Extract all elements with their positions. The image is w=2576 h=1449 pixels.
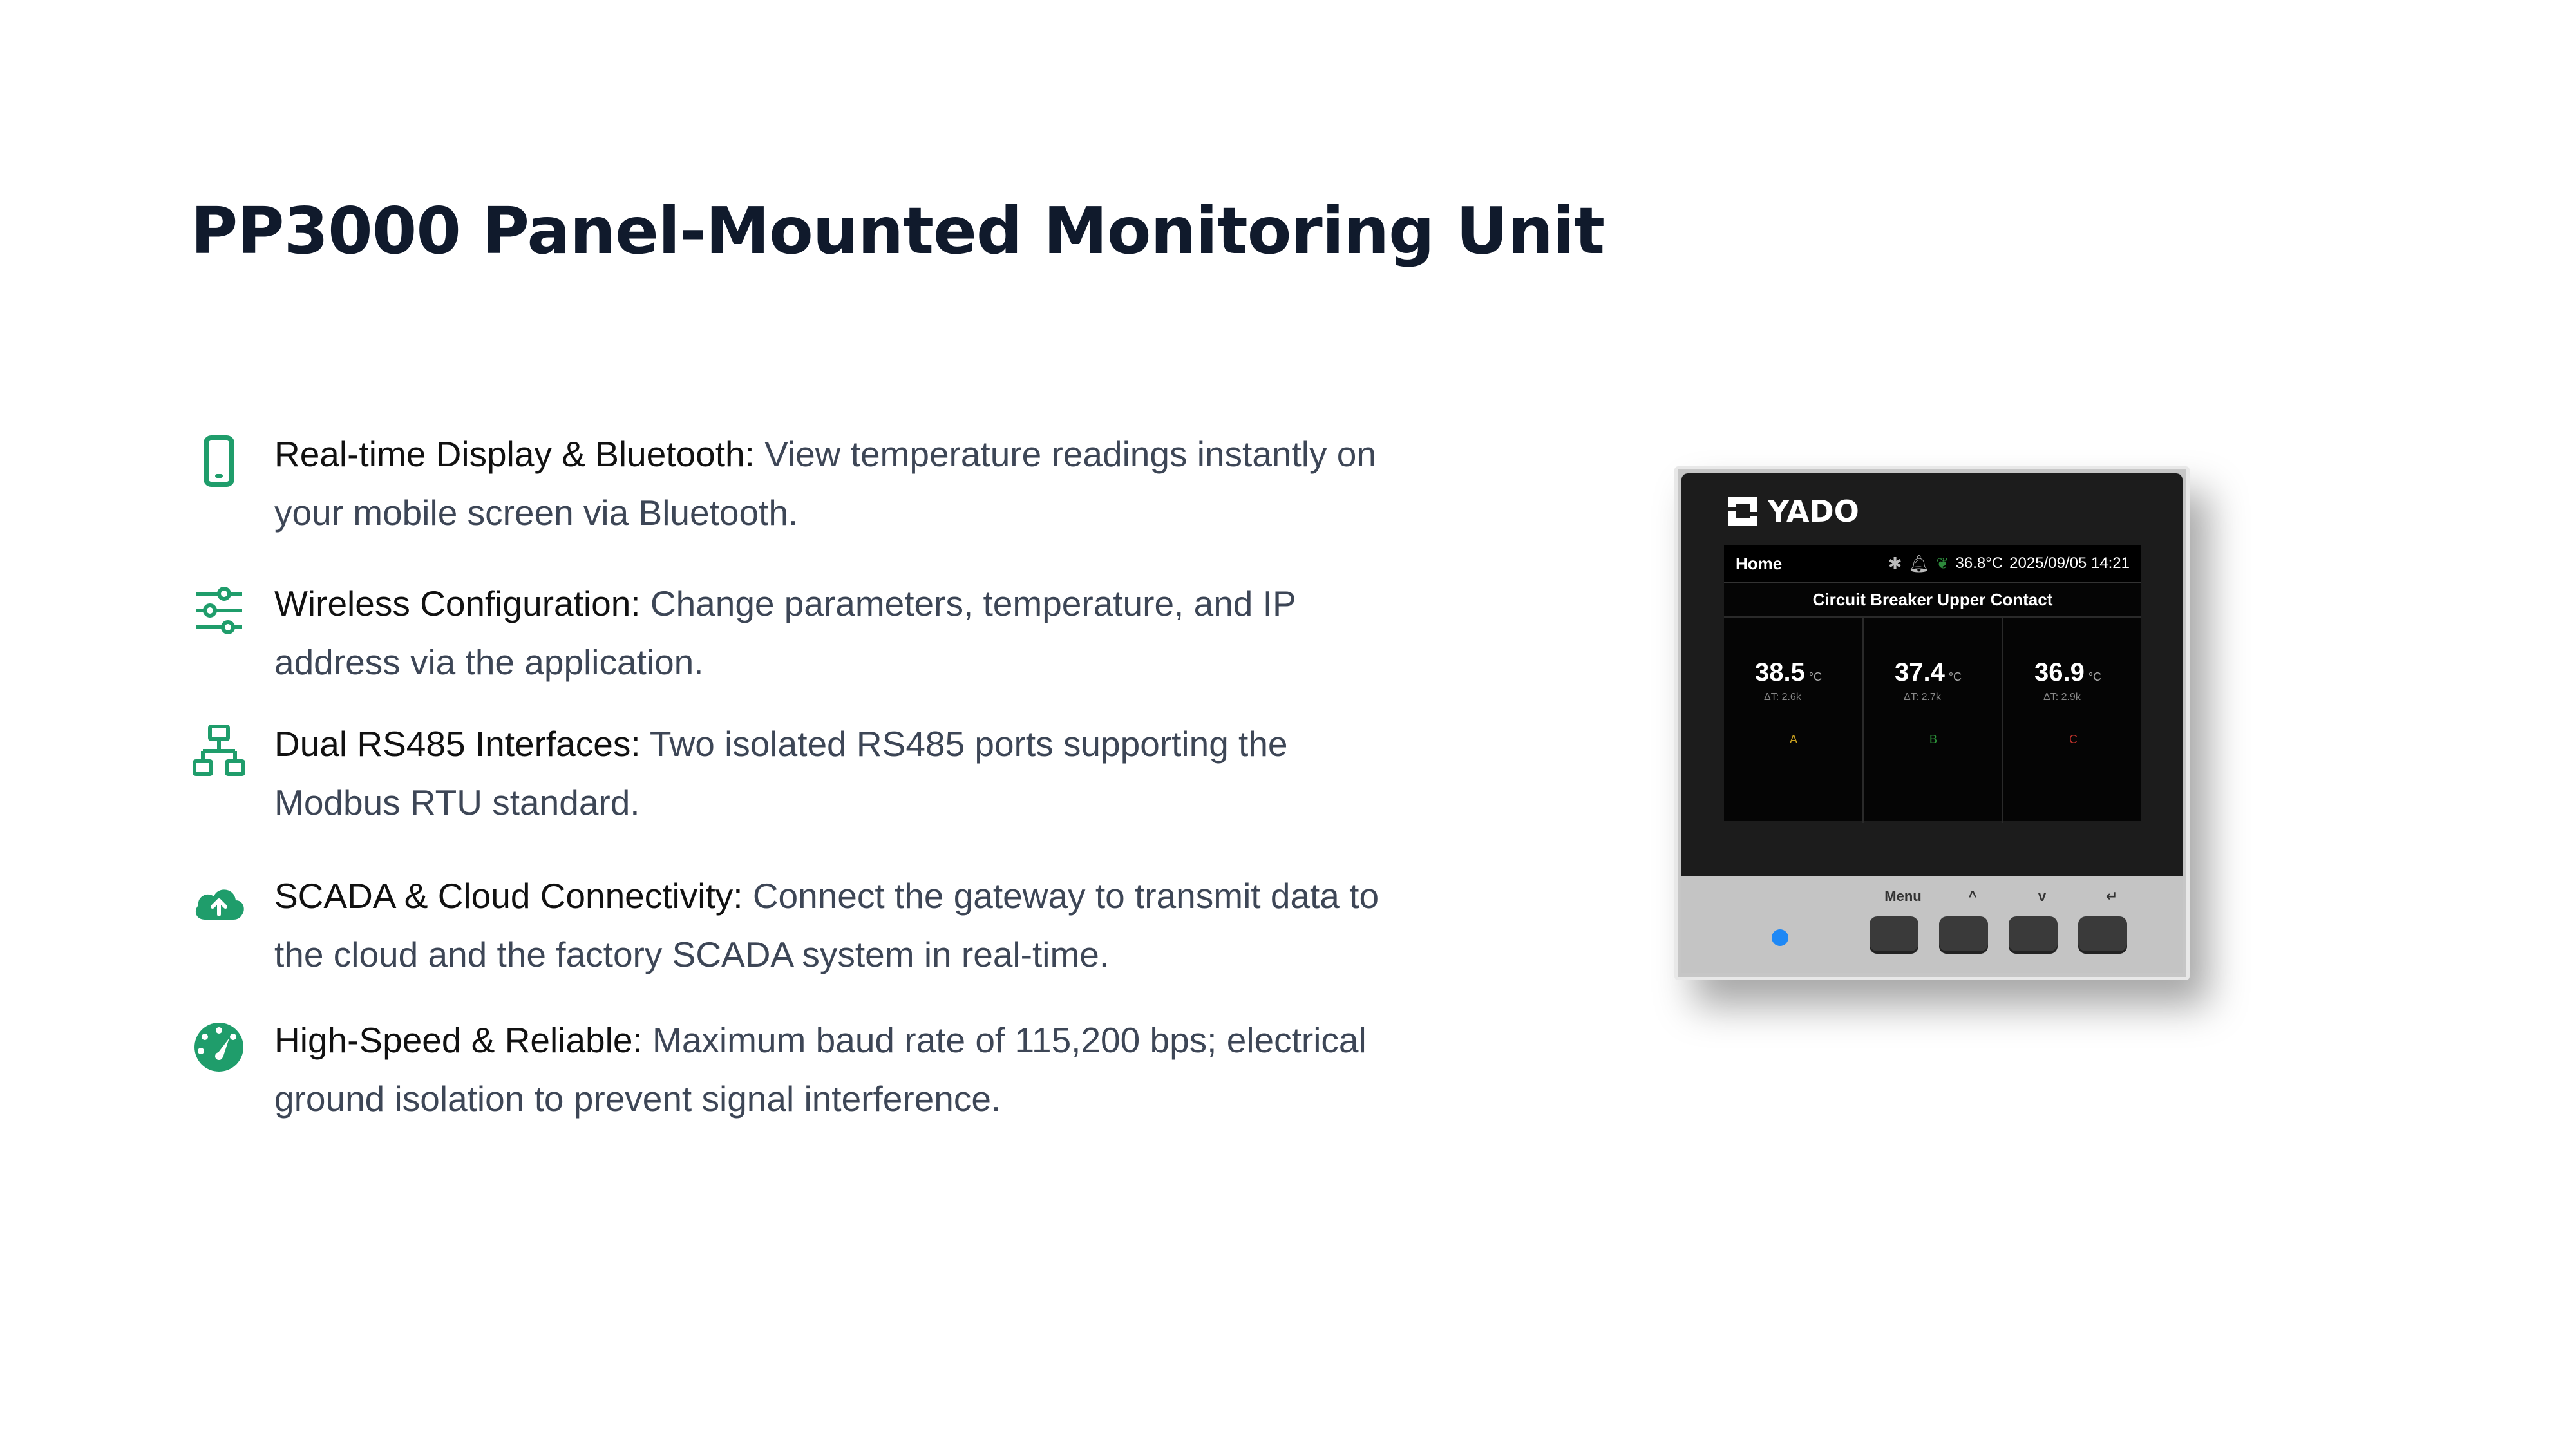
feature-description: Connect the gateway to transmit data to … — [274, 876, 1379, 974]
phase-temperature: 38.5 — [1755, 658, 1805, 687]
speedometer-icon — [191, 1019, 247, 1075]
phase-letter: A — [1790, 733, 1798, 746]
phase-reading: 38.5°C ΔT: 2.6k A — [1724, 618, 1864, 823]
brand-mark-icon — [1728, 497, 1757, 526]
device-screen: Home ✱ 🔔︎ ❦ 36.8°C 2025/09/05 14:21 Circ… — [1724, 545, 2141, 823]
feature-item: Wireless Configuration: Change parameter… — [191, 574, 1421, 692]
feature-description: Change parameters, temperature, and IP a… — [274, 583, 1296, 682]
feature-item: SCADA & Cloud Connectivity: Connect the … — [191, 867, 1421, 984]
feature-description: Two isolated RS485 ports supporting the … — [274, 724, 1288, 822]
ambient-temperature: 36.8°C — [1955, 554, 2003, 572]
phase-delta: ΔT: 2.9k — [2043, 692, 2081, 703]
phase-unit: °C — [1948, 670, 1962, 683]
leaf-icon: ❦ — [1936, 554, 1949, 573]
feature-item: High-Speed & Reliable: Maximum baud rate… — [191, 1011, 1421, 1128]
feature-label: SCADA & Cloud Connectivity: — [274, 876, 743, 916]
feature-label: Wireless Configuration: — [274, 583, 641, 623]
phase-unit: °C — [2088, 670, 2102, 683]
feature-label: High-Speed & Reliable: — [274, 1020, 643, 1060]
enter-icon: ↵ — [2105, 888, 2118, 904]
phase-reading: 36.9°C ΔT: 2.9k C — [2003, 618, 2141, 823]
status-led — [1772, 929, 1788, 946]
menu-label: Menu — [1884, 888, 1922, 904]
brand-name: YADO — [1768, 494, 1859, 529]
page-title: PP3000 Panel-Mounted Monitoring Unit — [191, 193, 1605, 269]
feature-item: Dual RS485 Interfaces: Two isolated RS48… — [191, 715, 1421, 832]
phase-temperature: 36.9 — [2034, 658, 2085, 687]
phase-delta: ΔT: 2.7k — [1904, 692, 1941, 703]
phase-letter: B — [1929, 733, 1938, 746]
chevron-down-icon: v — [2038, 888, 2047, 904]
feature-description: View temperature readings instantly on y… — [274, 434, 1376, 533]
device-face: YADO Home ✱ 🔔︎ ❦ 36.8°C 2025/09/05 14:21… — [1681, 473, 2183, 876]
enter-button — [2078, 916, 2127, 954]
feature-label: Dual RS485 Interfaces: — [274, 724, 641, 764]
monitoring-device-image: YADO Home ✱ 🔔︎ ❦ 36.8°C 2025/09/05 14:21… — [1674, 466, 2190, 980]
home-label: Home — [1736, 553, 1783, 573]
feature-item: Real-time Display & Bluetooth: View temp… — [191, 425, 1421, 542]
phase-reading: 37.4°C ΔT: 2.7k B — [1864, 618, 2003, 823]
device-control-panel: Menu ^ v ↵ — [1681, 876, 2183, 973]
screen-subtitle: Circuit Breaker Upper Contact — [1724, 583, 2141, 618]
phase-letter: C — [2069, 733, 2078, 746]
bluetooth-icon: ✱ — [1888, 553, 1902, 573]
screen-header: Home ✱ 🔔︎ ❦ 36.8°C 2025/09/05 14:21 — [1724, 545, 2141, 583]
chevron-up-icon: ^ — [1968, 888, 1977, 904]
phase-temperature: 37.4 — [1895, 658, 1945, 687]
mobile-phone-icon — [191, 433, 247, 489]
down-button — [2009, 916, 2058, 954]
cloud-upload-icon — [191, 875, 247, 931]
menu-button — [1870, 916, 1918, 954]
feature-description: Maximum baud rate of 115,200 bps; electr… — [274, 1020, 1367, 1119]
phase-unit: °C — [1808, 670, 1823, 683]
bell-icon: 🔔︎ — [1908, 553, 1930, 573]
network-icon — [191, 723, 247, 779]
brand-logo: YADO — [1727, 494, 1859, 529]
up-button — [1939, 916, 1988, 954]
phase-delta: ΔT: 2.6k — [1764, 692, 1801, 703]
phase-readings: 38.5°C ΔT: 2.6k A 37.4°C ΔT: 2.7k B 36.9… — [1724, 618, 2141, 823]
sliders-icon — [191, 582, 247, 639]
datetime: 2025/09/05 14:21 — [2009, 554, 2130, 572]
feature-label: Real-time Display & Bluetooth: — [274, 434, 755, 474]
